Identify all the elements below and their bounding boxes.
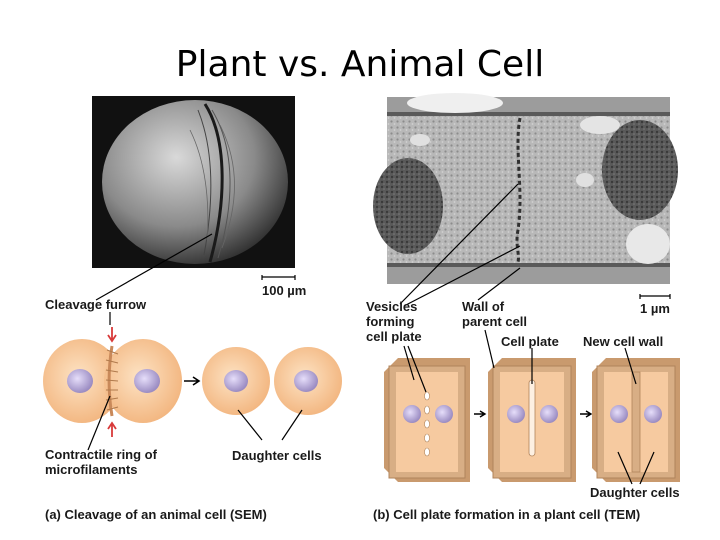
tem-micrograph <box>373 93 678 284</box>
sem-micrograph <box>92 96 295 268</box>
daughter-leader-a2 <box>282 410 302 440</box>
label-vesicles-1: Vesicles <box>366 299 417 314</box>
label-daughter-cells-animal: Daughter cells <box>232 448 322 463</box>
label-contractile-ring-2: microfilaments <box>45 462 137 477</box>
process-arrow-plant-1 <box>474 411 485 417</box>
label-cell-plate: Cell plate <box>501 334 559 349</box>
daughter-leader-a1 <box>238 410 262 440</box>
caption-plant: (b) Cell plate formation in a plant cell… <box>373 507 640 522</box>
daughter-cell-1 <box>202 347 270 415</box>
nucleus-left <box>67 369 93 393</box>
red-arrow-bottom <box>108 423 116 437</box>
cleaving-animal-cell <box>43 339 182 423</box>
process-arrow-plant-2 <box>580 411 591 417</box>
process-arrow-animal <box>184 377 199 385</box>
label-cleavage-furrow: Cleavage furrow <box>45 297 146 312</box>
label-wall-2: parent cell <box>462 314 527 329</box>
plant-cell-stage-1 <box>384 358 470 482</box>
scale-bar-1um <box>640 294 670 299</box>
wall-diagram-leader <box>485 330 494 368</box>
label-wall-1: Wall of <box>462 299 504 314</box>
nucleus-right <box>134 369 160 393</box>
label-new-cell-wall: New cell wall <box>583 334 663 349</box>
label-daughter-cells-plant: Daughter cells <box>590 485 680 500</box>
daughter-cell-2 <box>274 347 342 415</box>
scale-bar-100um <box>262 275 295 280</box>
label-vesicles-3: cell plate <box>366 329 422 344</box>
scale-label-1um: 1 µm <box>640 301 670 316</box>
red-arrow-top <box>108 327 116 341</box>
label-vesicles-2: forming <box>366 314 414 329</box>
caption-animal: (a) Cleavage of an animal cell (SEM) <box>45 507 267 522</box>
scale-label-100um: 100 µm <box>262 283 306 298</box>
plant-cell-stage-3 <box>592 358 680 482</box>
label-contractile-ring-1: Contractile ring of <box>45 447 157 462</box>
